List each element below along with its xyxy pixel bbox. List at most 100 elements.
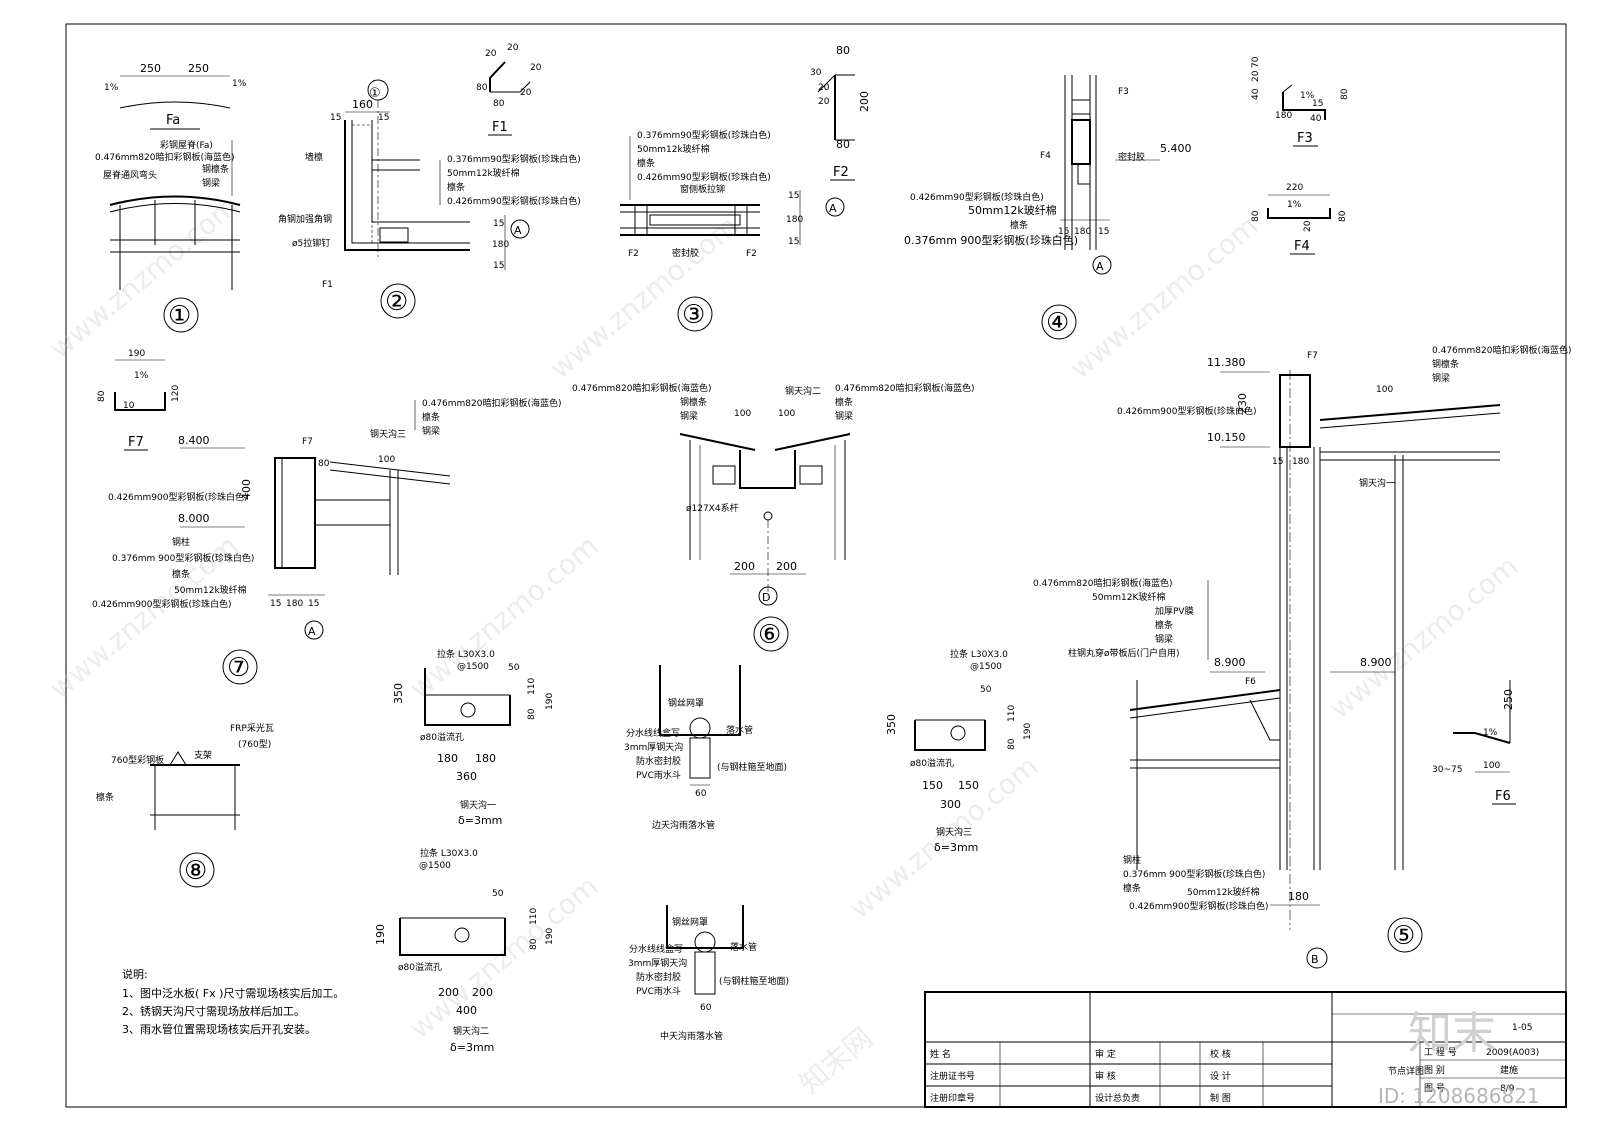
node-7-number: ⑦ (227, 653, 250, 683)
f7-slope: 1% (134, 371, 149, 381)
n2-f1: F1 (322, 280, 333, 290)
n7-left-2: 0.376mm 900型彩钢板(珍珠白色) (112, 552, 254, 564)
n5-elev-left: 8.900 (1214, 656, 1246, 669)
n5-dim-180b: 180 (1288, 890, 1309, 903)
n4-dim-180: 180 (1074, 227, 1091, 237)
n5-mid-0: 0.476mm820暗扣彩钢板(海蓝色) (1033, 577, 1173, 589)
f3-dim-70: 70 (1251, 56, 1261, 68)
n4-label-3: 0.376mm 900型彩钢板(珍珠白色) (904, 233, 1078, 247)
n3-label-1: 50mm12k玻纤棉 (637, 143, 710, 155)
n6-dim-200b: 200 (776, 560, 797, 573)
detail-f2: 80 80 200 20 20 30 F2 (810, 44, 871, 181)
n5-right-2: 钢梁 (1432, 372, 1450, 384)
g3-dim-50: 50 (980, 685, 992, 695)
n7-f7: F7 (302, 437, 313, 447)
r2-label-0: 钢丝网罩 (672, 916, 708, 928)
f6-name: F6 (1495, 789, 1511, 804)
n5-f6: F6 (1245, 677, 1256, 687)
n5-f7: F7 (1307, 351, 1318, 361)
g2-dim-50: 50 (492, 889, 504, 899)
n5-elev-mid: 10.150 (1207, 431, 1246, 444)
f2-dim-200: 200 (858, 91, 871, 112)
n5-mid-2: 加厚PV膜 (1155, 606, 1194, 617)
n7-right-1: 檩条 (422, 411, 440, 423)
brand-watermark: 知末 ID: 1208686821 知末网 (793, 1008, 1539, 1108)
tb-r3c1: 注册印章号 (930, 1092, 975, 1104)
tb-cat: 建施 (1500, 1064, 1518, 1076)
n8-support: 支架 (194, 749, 212, 761)
n2-dim-160: 160 (352, 98, 373, 111)
g3-dim-300: 300 (940, 798, 961, 811)
f3-dim-20: 20 (1251, 70, 1261, 82)
n6-right-0: 0.476mm820暗扣彩钢板(海蓝色) (835, 382, 975, 394)
r1-dim-60: 60 (695, 789, 707, 799)
g3-hole: ø80溢流孔 (910, 757, 954, 769)
rain-pipe-middle: 钢丝网罩 分水线线盒写 3mm厚钢天沟 防水密封胶 PVC雨水斗 落水管 (与钢… (628, 905, 789, 1042)
f7-dim-10: 10 (123, 401, 135, 411)
g1-thk: δ=3mm (458, 814, 502, 827)
tb-r2c3: 设 计 (1210, 1070, 1231, 1082)
n4-elev: 5.400 (1160, 142, 1192, 155)
g3-dim-150b: 150 (958, 779, 979, 792)
n8-frp: FRP采光瓦 (230, 722, 274, 734)
f3-dim-180: 180 (1275, 111, 1292, 121)
n1-left-label: 屋脊通风弯头 (103, 169, 157, 181)
node-2: ① 160 15 15 0.376mm90型彩钢板(珍珠白色) 50mm12k玻… (278, 79, 581, 319)
n6-axis-d: D (762, 591, 770, 604)
n7-left-4: 50mm12k玻纤棉 (174, 584, 247, 596)
n5-dim-230: 230 (1236, 393, 1249, 414)
n7-elev-1: 8.400 (178, 434, 210, 447)
node-5: 11.380 10.150 F7 230 0.426mm900型彩钢板(珍珠白色… (1033, 344, 1572, 969)
tb-cat-label: 图 别 (1424, 1065, 1445, 1076)
n5-axis-b: B (1311, 953, 1319, 966)
n5-gutter: 钢天沟一 (1359, 477, 1395, 489)
n4-dim-15b: 15 (1098, 227, 1109, 237)
n7-left-1: 钢柱 (172, 536, 190, 548)
g2-dim-190: 190 (374, 924, 387, 945)
detail-f7: 190 80 120 10 1% F7 (97, 349, 181, 451)
n2-dim-15d: 15 (493, 261, 504, 271)
gutter-2: 拉条 L30X3.0 @1500 190 50 80 110 190 ø80溢流… (374, 847, 555, 1054)
f3-dim-80: 80 (1340, 88, 1350, 100)
detail-f4: 220 80 80 20 1% F4 (1251, 183, 1348, 255)
g1-dim-350: 350 (392, 683, 405, 704)
n5-bot-0: 钢柱 (1123, 854, 1141, 866)
g2-dim-400: 400 (456, 1004, 477, 1017)
g2-dim-190b: 190 (545, 928, 555, 945)
brand-logo: 知末 (1408, 1008, 1496, 1059)
notes-title: 说明: (122, 967, 148, 981)
n2-left-0: 墙檩 (305, 151, 323, 163)
node-1-number: ① (168, 301, 191, 331)
n1-label-0: 彩钢屋脊(Fa) (160, 139, 213, 151)
title-block: 姓 名 审 定 校 核 注册证书号 审 核 设 计 注册印章号 设计总负责 制 … (924, 991, 1567, 1108)
r2-title: 中天沟雨落水管 (660, 1030, 723, 1042)
f7-dim-120: 120 (171, 385, 181, 402)
n8-panel: 760型彩钢板 (111, 754, 164, 766)
r2-label-4: PVC雨水斗 (636, 985, 681, 997)
node-1: 250 250 1% 1% Fa 彩钢屋脊(Fa) 0.476mm820暗扣彩钢… (95, 62, 247, 333)
n5-right-0: 0.476mm820暗扣彩钢板(海蓝色) (1432, 344, 1572, 356)
n2-label-1: 50mm12k玻纤棉 (447, 167, 520, 179)
f6-dim-250: 250 (1502, 689, 1515, 710)
r2-label-1: 分水线线盒写 (629, 943, 683, 955)
n5-elev-right: 8.900 (1360, 656, 1392, 669)
fa-label: Fa (166, 113, 180, 128)
tb-r1c2: 审 定 (1095, 1048, 1116, 1060)
f4-dim-80a: 80 (1251, 210, 1261, 222)
f1-dim-20a: 20 (485, 49, 497, 59)
node-6: 0.476mm820暗扣彩钢板(海蓝色) 钢檩条 钢梁 0.476mm820暗扣… (572, 382, 975, 652)
g1-dim-180b: 180 (475, 752, 496, 765)
r1-label-3: 防水密封胶 (636, 755, 681, 767)
n7-right-0: 0.476mm820暗扣彩钢板(海蓝色) (422, 397, 562, 409)
detail-f3: 40 20 70 180 15 40 80 1% F3 (1251, 56, 1350, 147)
g1-dim-50: 50 (508, 663, 520, 673)
r1-label-1: 分水线线盒写 (626, 727, 680, 739)
n3-label-2: 檩条 (637, 157, 655, 169)
f2-dim-80a: 80 (836, 44, 850, 57)
f4-dim-20: 20 (1303, 220, 1313, 232)
n3-seal: 密封胶 (672, 247, 699, 259)
n3-dim-15a: 15 (788, 191, 799, 201)
detail-f6: 250 1% 100 30~75 F6 (1432, 680, 1516, 805)
g2-dim-200b: 200 (472, 986, 493, 999)
